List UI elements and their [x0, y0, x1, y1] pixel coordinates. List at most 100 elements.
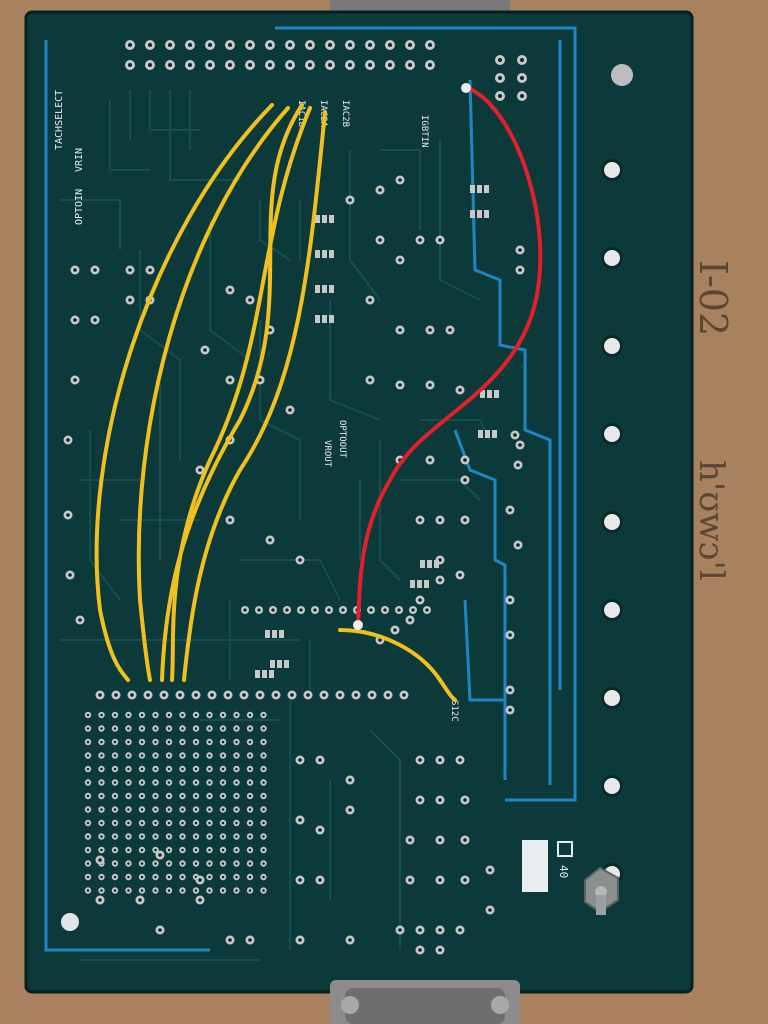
- pad-hole: [348, 63, 352, 67]
- pad-hole: [438, 798, 442, 802]
- pad-hole: [262, 875, 265, 879]
- smd-pad: [322, 315, 327, 323]
- pad-hole: [298, 878, 302, 882]
- pad-hole: [368, 298, 372, 302]
- yellow-wire: [94, 103, 274, 682]
- smd-pad: [480, 390, 485, 398]
- pad-hole: [411, 608, 415, 612]
- yellow-wire: [338, 628, 457, 702]
- pad-hole: [127, 781, 130, 784]
- pad-hole: [235, 781, 238, 784]
- pad-hole: [194, 808, 198, 811]
- pad-hole: [86, 889, 90, 892]
- pad-hole: [438, 928, 442, 932]
- yellow-wire: [160, 103, 304, 682]
- pad-hole: [208, 767, 211, 771]
- pad-hole: [167, 740, 171, 744]
- pad-hole: [194, 821, 198, 825]
- pad-hole: [221, 781, 225, 784]
- pad-hole: [425, 608, 429, 612]
- pad-hole: [93, 268, 97, 272]
- smd-pad: [269, 670, 274, 678]
- pad-hole: [127, 727, 130, 730]
- smd-pad: [329, 285, 334, 293]
- label-board-id: 40: [557, 865, 570, 878]
- pad-hole: [520, 94, 524, 98]
- pad-hole: [398, 178, 402, 182]
- pad-hole: [268, 538, 272, 542]
- pad-hole: [140, 794, 144, 798]
- red-wire-end: [461, 83, 471, 93]
- pad-hole: [127, 713, 130, 717]
- pad-hole: [248, 63, 252, 67]
- pad-hole: [93, 318, 97, 322]
- pad-hole: [448, 328, 452, 332]
- pad-hole: [257, 608, 261, 612]
- pad-hole: [194, 727, 198, 730]
- pad-hole: [100, 713, 103, 717]
- pad-hole: [438, 558, 442, 562]
- pad-hole: [508, 708, 512, 712]
- pad-hole: [114, 693, 118, 697]
- pad-hole: [208, 808, 211, 811]
- pad-hole: [378, 638, 382, 642]
- pad-hole: [154, 727, 157, 730]
- pad-hole: [73, 268, 77, 272]
- pad-hole: [516, 463, 520, 467]
- pad-hole: [348, 198, 352, 202]
- pad-hole: [328, 63, 332, 67]
- pad-hole: [368, 63, 372, 67]
- pad-hole: [262, 781, 265, 784]
- pad-hole: [154, 889, 157, 892]
- pad-hole: [194, 794, 198, 798]
- pad-hole: [397, 608, 401, 612]
- smd-pad: [487, 390, 492, 398]
- pad-hole: [208, 875, 211, 879]
- pad-hole: [418, 598, 422, 602]
- edge-hole: [604, 514, 620, 530]
- pad-hole: [140, 875, 144, 879]
- smd-pad: [434, 560, 439, 568]
- pad-hole: [262, 713, 265, 717]
- pad-hole: [298, 938, 302, 942]
- pad-hole: [181, 781, 184, 784]
- pad-hole: [438, 238, 442, 242]
- smd-pad: [485, 430, 490, 438]
- pad-hole: [248, 862, 252, 865]
- pad-hole: [508, 598, 512, 602]
- pad-hole: [208, 794, 211, 798]
- pad-hole: [194, 835, 198, 838]
- pad-hole: [418, 928, 422, 932]
- pad-hole: [154, 835, 157, 838]
- pad-hole: [235, 835, 238, 838]
- pad-hole: [167, 754, 171, 757]
- pad-hole: [167, 889, 171, 892]
- smd-pad: [417, 580, 422, 588]
- pad-hole: [221, 862, 225, 865]
- pad-hole: [73, 378, 77, 382]
- pad-hole: [408, 838, 412, 842]
- pad-hole: [262, 727, 265, 730]
- pad-hole: [167, 835, 171, 838]
- edge-hole: [604, 778, 620, 794]
- pad-hole: [418, 948, 422, 952]
- pad-hole: [248, 298, 252, 302]
- pad-hole: [167, 862, 171, 865]
- pad-hole: [128, 43, 132, 47]
- copper-trace: [379, 440, 401, 581]
- smd-pad: [470, 185, 475, 193]
- pad-hole: [148, 43, 152, 47]
- pad-hole: [194, 767, 198, 771]
- smd-pad: [329, 215, 334, 223]
- pad-hole: [194, 754, 198, 757]
- pad-hole: [113, 781, 117, 784]
- pad-hole: [463, 458, 467, 462]
- pad-hole: [463, 518, 467, 522]
- pad-hole: [288, 43, 292, 47]
- pad-hole: [235, 754, 238, 757]
- pad-hole: [194, 781, 198, 784]
- pad-hole: [402, 693, 406, 697]
- pad-hole: [98, 898, 102, 902]
- pad-hole: [463, 478, 467, 482]
- pad-hole: [208, 848, 211, 852]
